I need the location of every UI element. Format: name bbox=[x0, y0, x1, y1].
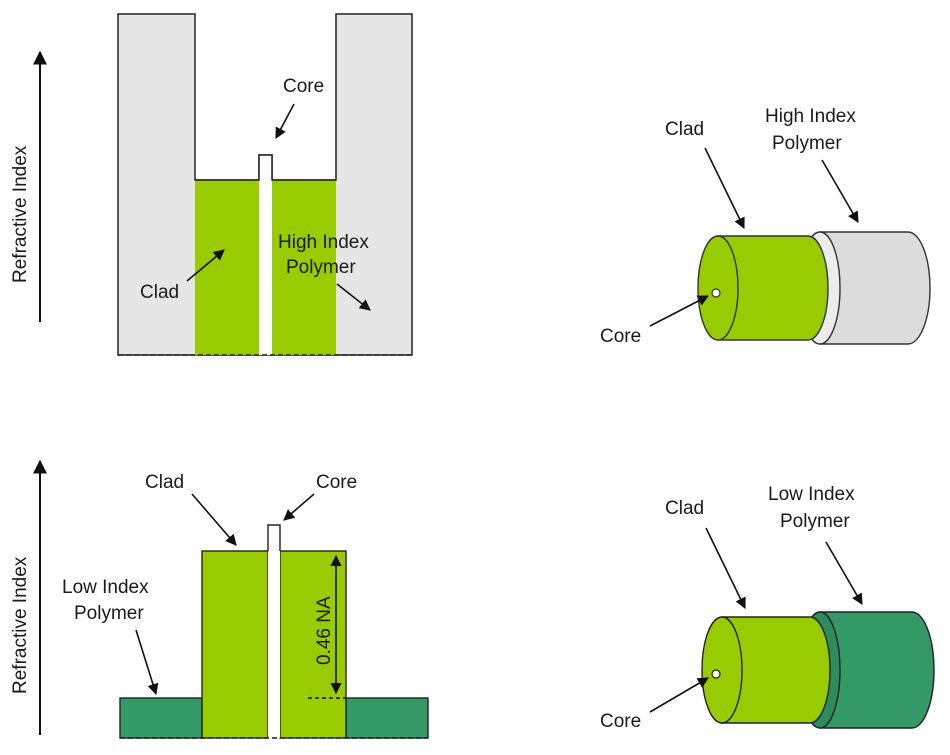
clad-region-left bbox=[195, 180, 259, 355]
clad-label: Clad bbox=[665, 119, 704, 140]
clad-label: Clad bbox=[140, 282, 179, 303]
core-step-outline bbox=[267, 524, 281, 551]
polymer-label-line2: Polymer bbox=[772, 133, 842, 154]
y-axis-label: Refractive Index bbox=[10, 145, 31, 283]
core-pointer-arrow bbox=[649, 677, 709, 713]
core-pointer-arrow bbox=[649, 295, 709, 327]
low-index-polymer-right bbox=[345, 697, 429, 739]
polymer-label-line2: Polymer bbox=[74, 603, 144, 624]
high-index-coating-body bbox=[819, 231, 931, 345]
clad-pointer-arrow bbox=[705, 527, 746, 610]
clad-label: Clad bbox=[145, 472, 184, 493]
na-label: 0.46 NA bbox=[314, 596, 335, 665]
clad-pointer-arrow bbox=[186, 249, 225, 282]
clad-front-face bbox=[701, 616, 743, 724]
clad-region-right bbox=[272, 180, 336, 355]
y-axis-label: Refractive Index bbox=[10, 556, 31, 694]
low-index-coating-body bbox=[819, 611, 935, 729]
clad-cylinder-body bbox=[717, 235, 829, 341]
profile-step-outline bbox=[195, 154, 336, 181]
polymer-label-line1: High Index bbox=[765, 106, 856, 127]
core-region bbox=[259, 155, 272, 355]
clad-front-face bbox=[697, 235, 739, 341]
core-region bbox=[268, 525, 280, 738]
core-label: Core bbox=[316, 472, 357, 493]
high-index-profile-panel: Refractive Index Core Clad High Index Po… bbox=[10, 13, 413, 356]
clad-pointer-arrow bbox=[704, 147, 745, 230]
core-pointer-arrow bbox=[275, 103, 295, 139]
high-index-fiber-illustration: Clad High Index Polymer Core bbox=[600, 106, 931, 347]
core-dot bbox=[711, 288, 721, 298]
low-index-profile-panel: Refractive Index 0.46 NA Clad Core Low I… bbox=[10, 459, 429, 739]
polymer-pointer-arrow bbox=[825, 541, 863, 605]
clad-pointer-arrow bbox=[191, 493, 237, 546]
polymer-pointer-arrow bbox=[135, 629, 159, 696]
core-label: Core bbox=[600, 326, 641, 347]
low-index-polymer-left bbox=[119, 697, 203, 739]
polymer-label-line1: Low Index bbox=[768, 484, 855, 505]
polymer-label-line1: Low Index bbox=[62, 577, 149, 598]
polymer-pointer-arrow bbox=[336, 283, 371, 311]
clad-cylinder-body bbox=[721, 616, 831, 724]
polymer-pointer-arrow bbox=[821, 159, 859, 223]
low-index-fiber-illustration: Clad Low Index Polymer Core bbox=[600, 484, 935, 732]
clad-label: Clad bbox=[665, 498, 704, 519]
clad-region-left bbox=[201, 550, 269, 739]
core-label: Core bbox=[283, 76, 324, 97]
core-label: Core bbox=[600, 711, 641, 732]
polymer-label-line2: Polymer bbox=[780, 511, 850, 532]
core-pointer-arrow bbox=[283, 493, 315, 521]
core-dot bbox=[711, 669, 721, 679]
polymer-label-line2: Polymer bbox=[286, 257, 356, 278]
polymer-label-line1: High Index bbox=[278, 232, 369, 253]
